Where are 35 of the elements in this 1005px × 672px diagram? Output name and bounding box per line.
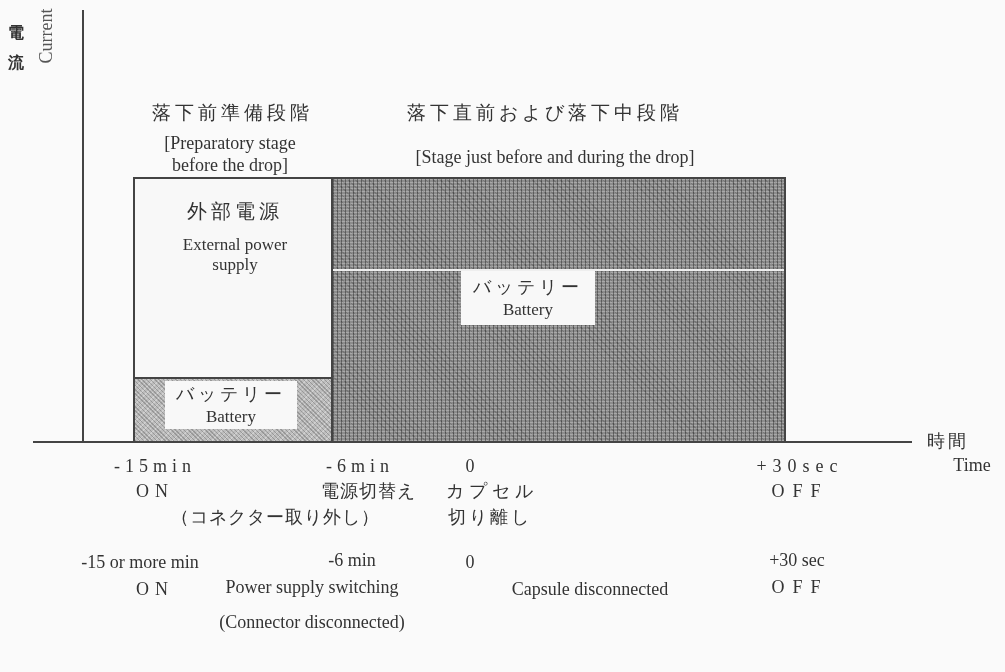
box-label: External power supply (181, 234, 289, 276)
box-label: バッテリー (176, 383, 286, 406)
event-label: Power supply switching (225, 577, 399, 599)
event-label: OFF (771, 481, 829, 503)
axis-label: Time (953, 455, 991, 477)
box-label: バッテリー (473, 276, 583, 299)
power-supply-box (133, 177, 333, 379)
battery-area (133, 377, 333, 443)
battery-area (331, 177, 786, 443)
event-label: 電源切替え (320, 480, 416, 502)
stage-heading: 落下直前および落下中段階 (407, 100, 683, 124)
box-label: Battery (205, 405, 256, 427)
axis-label: 電流 (7, 22, 25, 74)
time-label: 0 (465, 552, 475, 574)
time-label: -6 min (328, 550, 376, 572)
time-label: -15min (114, 456, 196, 478)
event-label: （コネクター取り外し） (170, 506, 380, 528)
time-label: -15 or more min (81, 552, 199, 574)
event-label: カプセル (446, 480, 538, 502)
event-label: OFF (771, 577, 829, 599)
time-label: -6min (326, 456, 394, 478)
event-label: (Connector disconnected) (219, 612, 405, 634)
stage-heading: 落下前準備段階 (151, 100, 313, 124)
axis-label: 時間 (927, 430, 969, 452)
time-label: +30 sec (769, 550, 825, 572)
box-label: 外部電源 (186, 199, 284, 223)
event-label: 切り離し (448, 506, 532, 528)
axis-label: Current (36, 8, 58, 64)
event-label: Capsule disconnected (511, 579, 669, 601)
stage-heading: [Preparatory stage before the drop] (163, 133, 297, 177)
event-label: ON (136, 481, 174, 503)
time-label: 0 (465, 456, 475, 478)
box-label: Battery (502, 298, 553, 320)
event-label: ON (136, 579, 174, 601)
time-label: +30sec (756, 456, 844, 478)
